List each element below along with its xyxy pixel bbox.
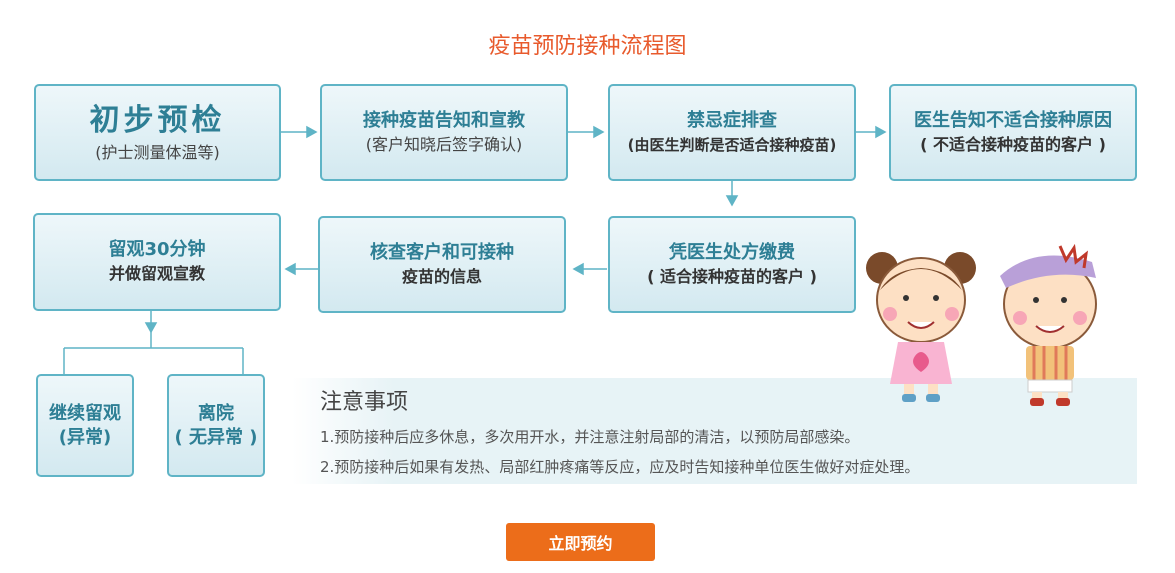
step-title: 凭医生处方缴费 — [669, 241, 795, 263]
step-title: 接种疫苗告知和宣教 — [363, 109, 525, 131]
step-contraindication-check: 禁忌症排查 (由医生判断是否适合接种疫苗) — [608, 84, 856, 181]
note-item: 1.预防接种后应多休息，多次用开水，并注意注射局部的清洁，以预防局部感染。 — [320, 428, 860, 446]
step-subtitle: (由医生判断是否适合接种疫苗) — [627, 135, 837, 154]
step-leave-hospital: 离院 ( 无异常 ) — [167, 374, 265, 477]
step-title: 离院 — [198, 402, 234, 424]
step-subtitle: 疫苗的信息 — [401, 266, 482, 286]
step-continue-observation: 继续留观 (异常) — [36, 374, 134, 477]
step-inform-education: 接种疫苗告知和宣教 (客户知晓后签字确认) — [320, 84, 568, 181]
step-title: 继续留观 — [49, 402, 121, 424]
page-title: 疫苗预防接种流程图 — [488, 34, 687, 59]
step-subtitle: ( 不适合接种疫苗的客户 ) — [920, 134, 1106, 154]
step-verify-info: 核查客户和可接种 疫苗的信息 — [318, 216, 566, 313]
step-title: 禁忌症排查 — [687, 109, 777, 131]
notes-title: 注意事项 — [320, 390, 409, 415]
step-prescription-payment: 凭医生处方缴费 ( 适合接种疫苗的客户 ) — [608, 216, 856, 313]
notes-panel: 注意事项 1.预防接种后应多休息，多次用开水，并注意注射局部的清洁，以预防局部感… — [292, 378, 1137, 484]
step-subtitle: ( 适合接种疫苗的客户 ) — [647, 266, 817, 286]
step-title: 医生告知不适合接种原因 — [914, 109, 1112, 131]
girl-figure — [866, 252, 976, 402]
step-title: 初步预检 — [89, 102, 226, 138]
step-not-suitable: 医生告知不适合接种原因 ( 不适合接种疫苗的客户 ) — [889, 84, 1137, 181]
step-subtitle: (护士测量体温等) — [95, 142, 220, 162]
step-subtitle: ( 无异常 ) — [174, 426, 258, 448]
step-title: 留观30分钟 — [108, 239, 206, 260]
step-subtitle: (客户知晓后签字确认) — [365, 134, 523, 154]
cartoon-children-illustration — [866, 243, 1097, 406]
note-item: 2.预防接种后如果有发热、局部红肿疼痛等反应，应及时告知接种单位医生做好对症处理… — [320, 458, 920, 476]
step-title: 核查客户和可接种 — [370, 241, 514, 263]
step-subtitle: 并做留观宣教 — [108, 264, 205, 283]
boy-figure — [1000, 243, 1097, 406]
book-now-button[interactable]: 立即预约 — [506, 523, 655, 561]
step-initial-precheck: 初步预检 (护士测量体温等) — [34, 84, 281, 181]
step-subtitle: (异常) — [58, 426, 112, 448]
step-observation: 留观30分钟 并做留观宣教 — [33, 213, 281, 311]
